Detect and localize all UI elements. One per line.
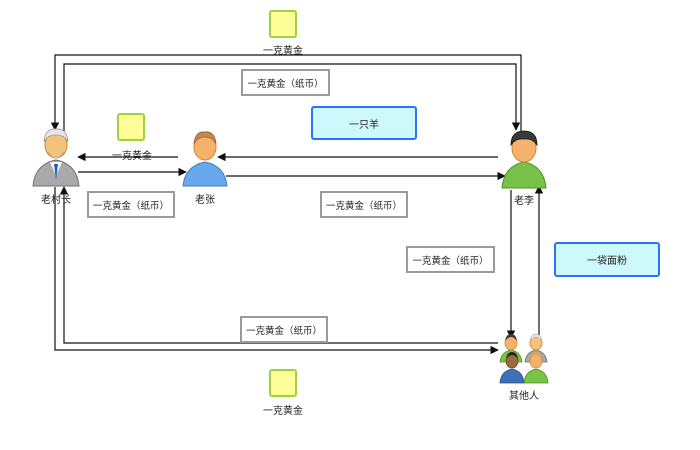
paper-box-top: 一克黄金（纸币） [241,69,330,96]
goods-flour: 一袋面粉 [554,242,660,277]
flow-li-to-village-head-outer [50,54,522,132]
gold-square-left [117,113,145,141]
goods-sheep: 一只羊 [311,106,417,140]
person-icon [182,131,228,187]
flow-village-head-to-others [54,187,499,355]
flow-others-to-village-head [59,186,498,344]
elder-person-icon [32,128,80,187]
paper-box-right: 一克黄金（纸币） [406,246,495,273]
paper-box-mid: 一克黄金（纸币） [320,191,408,218]
flow-village-head-to-li-inner [63,63,521,132]
actor-label-li: 老李 [514,196,534,207]
paper-box-bottom: 一克黄金（纸币） [240,316,328,343]
gold-square-bottom [269,369,297,397]
label-gold-bottom: 一克黄金 [263,406,303,417]
label-gold-left: 一克黄金 [112,151,152,162]
person-icon [501,130,547,189]
actor-label-village-head: 老村长 [41,195,71,206]
group-people-icon [499,333,549,384]
actor-label-zhang: 老张 [195,195,215,206]
paper-box-left: 一克黄金（纸币） [87,191,175,218]
label-gold-top: 一克黄金 [263,46,303,57]
actor-label-others: 其他人 [509,391,539,402]
gold-square-top [269,10,297,38]
